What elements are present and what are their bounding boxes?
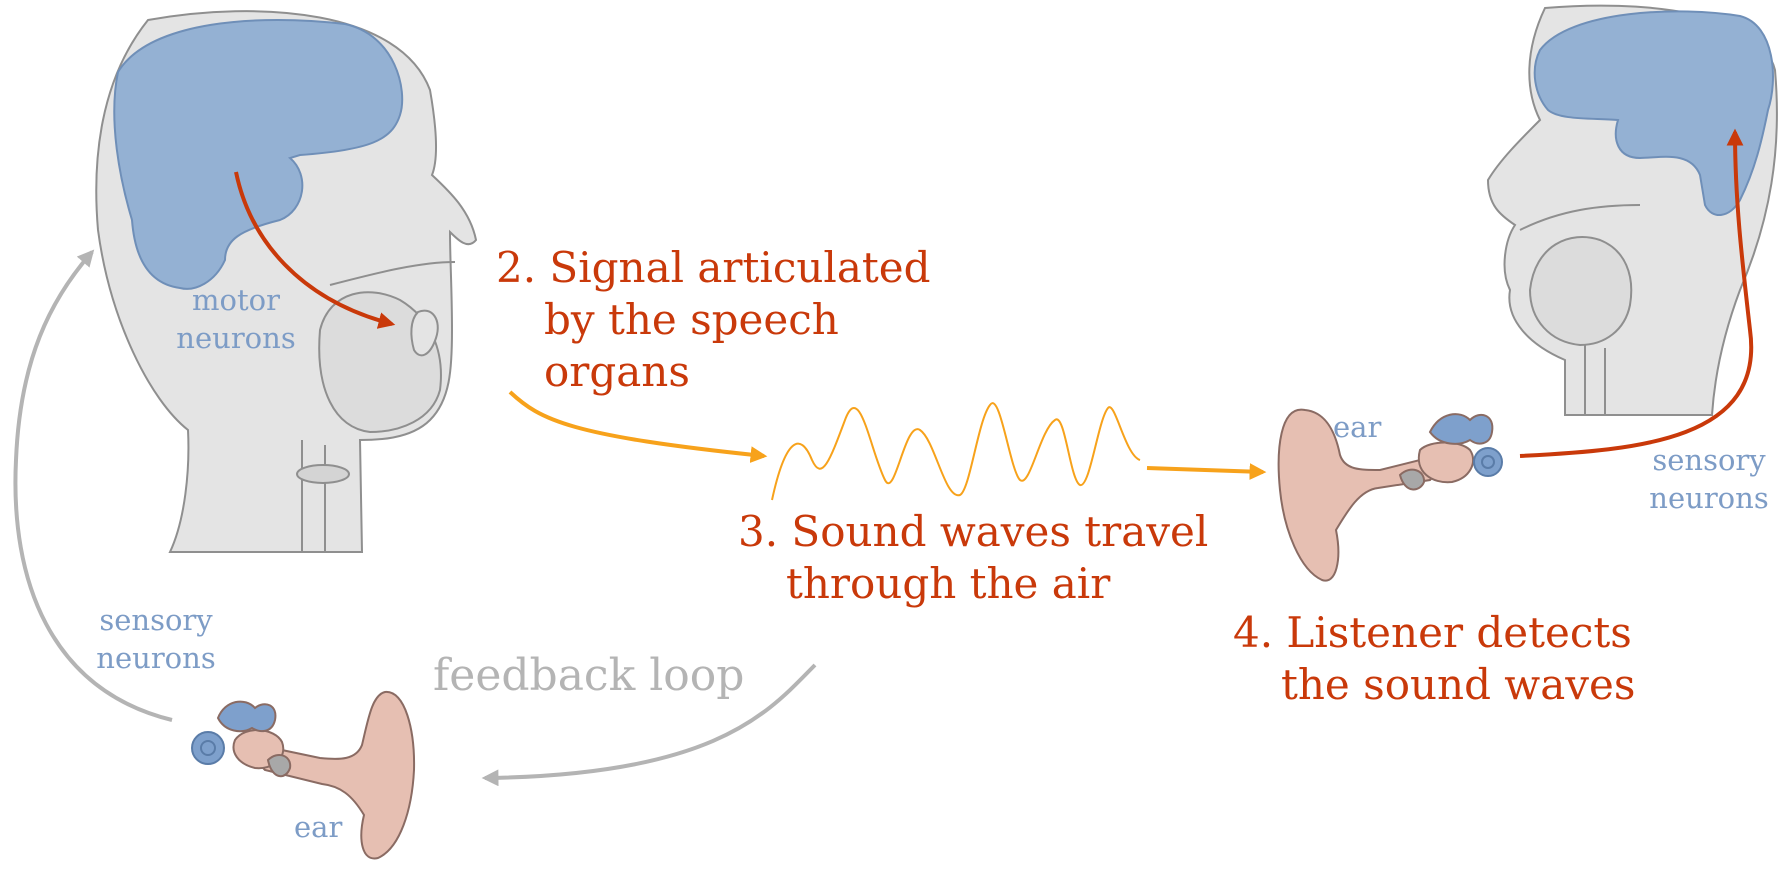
step4-label: 4. Listener detects the sound waves xyxy=(1233,607,1635,711)
listener-pinna xyxy=(1277,408,1443,582)
speaker-throat xyxy=(301,440,326,552)
motor-neurons-label: motor neurons xyxy=(175,281,297,357)
sensory-neurons-left-line1: sensory xyxy=(99,603,213,637)
step2-label: 2. Signal articulated by the speech orga… xyxy=(496,242,930,398)
speaker-pinna xyxy=(253,690,416,860)
step3-line1: 3. Sound waves travel xyxy=(738,507,1209,556)
speaker-mouth-cavity xyxy=(318,291,442,434)
listener-cochlea xyxy=(1473,447,1503,477)
feedback-loop-arrow xyxy=(481,663,817,787)
sensory-neurons-right-line1: sensory xyxy=(1652,443,1766,477)
listener-ear-label: ear xyxy=(1333,410,1382,444)
step3-line2: through the air xyxy=(786,559,1111,608)
listener-canals xyxy=(1428,413,1494,445)
speaker-canals xyxy=(216,700,277,733)
listener-head-icon xyxy=(1486,4,1778,416)
sound-wave-icon xyxy=(771,402,1141,501)
wave-to-ear-arrow xyxy=(1146,463,1267,480)
motor-neurons-line1: motor xyxy=(192,283,280,317)
step2-line1: 2. Signal articulated xyxy=(496,243,931,292)
speaker-larynx xyxy=(296,464,350,484)
sensory-neurons-left-line2: neurons xyxy=(96,641,216,675)
listener-brain xyxy=(1533,10,1774,216)
speaker-eardrum xyxy=(266,753,292,778)
sensory-neurons-right-line2: neurons xyxy=(1649,481,1769,515)
sensory-neurons-left-label: sensory neurons xyxy=(95,601,217,677)
speaker-brain xyxy=(113,18,404,290)
listener-throat xyxy=(1584,345,1606,415)
articulation-arrow xyxy=(508,390,768,463)
motor-neurons-line2: neurons xyxy=(176,321,296,355)
speaker-palate xyxy=(329,261,456,286)
motor-signal-arrow xyxy=(234,171,396,329)
listener-eardrum xyxy=(1398,468,1425,491)
listener-palate xyxy=(1519,204,1641,231)
speaker-cochlea xyxy=(191,731,225,765)
feedback-sensory-arrow xyxy=(13,249,173,722)
step3-label: 3. Sound waves travel through the air xyxy=(738,506,1208,610)
speaker-ear-label: ear xyxy=(294,810,343,844)
sensory-neurons-right-label: sensory neurons xyxy=(1648,441,1770,517)
listener-mouth-cavity xyxy=(1528,236,1633,347)
step4-line2: the sound waves xyxy=(1281,660,1636,709)
step2-line2: by the speech xyxy=(544,295,839,344)
speaker-lip xyxy=(410,309,439,357)
speaker-head-icon xyxy=(95,10,478,553)
sensory-signal-arrow xyxy=(1519,128,1754,458)
listener-ear-icon xyxy=(1277,408,1503,582)
feedback-loop-label: feedback loop xyxy=(433,650,745,701)
step4-line1: 4. Listener detects xyxy=(1233,608,1632,657)
listener-middle-ear xyxy=(1417,441,1475,484)
step2-line3: organs xyxy=(544,347,690,396)
speaker-ear-icon xyxy=(191,690,416,860)
